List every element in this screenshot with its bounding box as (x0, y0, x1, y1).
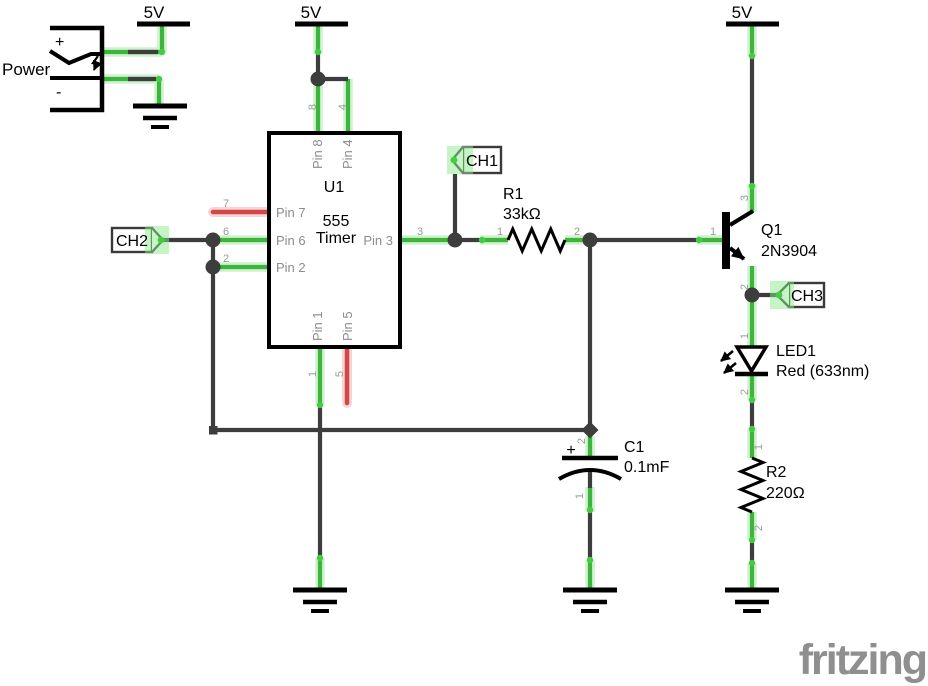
ic-pin4-label: Pin 4 (340, 139, 355, 169)
r1-pin1-number: 1 (497, 226, 503, 238)
power-connector: Power + - (2, 25, 105, 113)
r2-ref-label: R2 (766, 464, 787, 481)
transistor-collector-lead (728, 209, 755, 227)
power-center-pin (48, 49, 102, 66)
resistor-r1-zigzag (506, 225, 567, 255)
lightning-bolt-icon (90, 55, 103, 71)
fritzing-logo: fritzing (799, 636, 926, 684)
routed-wires-green (102, 24, 752, 588)
led1-value-label: Red (633nm) (776, 363, 869, 380)
capacitor-negative-plate (557, 468, 623, 481)
ic-type-line2: Timer (316, 230, 357, 247)
wire-endpoint-dots (155, 48, 756, 567)
ic-pin6-number: 6 (223, 226, 229, 238)
ic-type-line1: 555 (323, 213, 350, 230)
ic-pin4-number: 4 (337, 104, 349, 110)
transistor-base-bar (722, 212, 730, 269)
led1: LED1 Red (633nm) 1 2 (720, 333, 869, 395)
capacitor-c1: + C1 0.1mF 2 1 (557, 438, 670, 499)
c1-value-label: 0.1mF (624, 459, 670, 476)
ic-555-timer: U1 555 Timer Pin 7 Pin 6 Pin 2 Pin 3 Pin… (223, 104, 423, 377)
q1-value-label: 2N3904 (761, 243, 817, 260)
ic-pin8-label: Pin 8 (310, 139, 325, 169)
q1-ref-label: Q1 (761, 222, 782, 239)
r2-pin2-number: 2 (753, 525, 765, 531)
led1-pin2-number: 2 (739, 389, 751, 395)
r1-ref-label: R1 (503, 186, 524, 203)
ground-ic-pin1 (293, 587, 347, 613)
transistor-q1: Q1 2N3904 1 3 2 (710, 195, 817, 290)
led-emission-arrow-1 (720, 350, 734, 362)
probe-ch3: CH3 (770, 281, 826, 309)
rail-5v-left: 5V (137, 3, 190, 27)
resistor-r1: R1 33kΩ 1 2 (497, 186, 580, 255)
probe-ch1-label: CH1 (466, 153, 498, 170)
power-label: Power (2, 60, 51, 79)
probe-ch2: CH2 (110, 226, 169, 254)
ic-pin6-label: Pin 6 (276, 233, 306, 248)
power-plus-label: + (55, 34, 64, 51)
ground-c1 (563, 587, 617, 613)
led1-pin1-number: 1 (739, 333, 751, 339)
ic-pin5-label: Pin 5 (340, 311, 355, 341)
r1-value-label: 33kΩ (503, 206, 541, 223)
ic-ref-label: U1 (324, 179, 345, 196)
probe-ch1: CH1 (447, 145, 503, 175)
probe-ch2-label: CH2 (116, 233, 148, 250)
rail-5v-left-label: 5V (144, 3, 165, 22)
c1-ref-label: C1 (624, 439, 645, 456)
transistor-emitter-arrow (728, 246, 746, 261)
resistor-r2-zigzag (737, 456, 767, 514)
ic-pin8-number: 8 (307, 104, 319, 110)
ic-pin1-number: 1 (307, 371, 319, 377)
rail-5v-middle-label: 5V (301, 3, 322, 22)
ic-pin7-number: 7 (223, 198, 229, 210)
ic-pin2-number: 2 (223, 253, 229, 265)
resistor-r2: R2 220Ω 1 2 (737, 444, 805, 531)
rail-5v-middle: 5V (295, 3, 348, 27)
ic-pin3-number: 3 (417, 226, 423, 238)
ic-pin3-label: Pin 3 (363, 233, 393, 248)
r2-pin1-number: 1 (753, 444, 765, 450)
ground-power (133, 103, 187, 129)
ic-pin7-label: Pin 7 (276, 205, 306, 220)
c1-pin2-number: 2 (576, 438, 588, 444)
rail-5v-right-label: 5V (732, 3, 753, 22)
routed-wires-dark (128, 49, 777, 564)
probe-ch2-highlight (145, 226, 169, 254)
ground-r2 (725, 587, 779, 613)
r1-pin2-number: 2 (574, 226, 580, 238)
q1-base-number: 1 (710, 226, 716, 238)
led-emission-arrow-2 (723, 362, 737, 374)
c1-plus-label: + (566, 442, 575, 459)
probe-ch3-label: CH3 (791, 288, 823, 305)
ic-pin5-number: 5 (334, 371, 346, 377)
q1-collector-number: 3 (739, 195, 751, 201)
wire-dark-segments (128, 49, 777, 564)
wire-junctions (205, 71, 760, 439)
ic-pin2-label: Pin 2 (276, 260, 306, 275)
led-triangle (733, 345, 770, 375)
power-minus-label: - (56, 84, 61, 101)
r2-value-label: 220Ω (766, 485, 805, 502)
led1-ref-label: LED1 (776, 343, 816, 360)
q1-emitter-number: 2 (739, 284, 751, 290)
c1-pin1-number: 1 (574, 493, 586, 499)
ic-pin1-label: Pin 1 (310, 311, 325, 341)
rail-5v-right: 5V (726, 3, 779, 27)
